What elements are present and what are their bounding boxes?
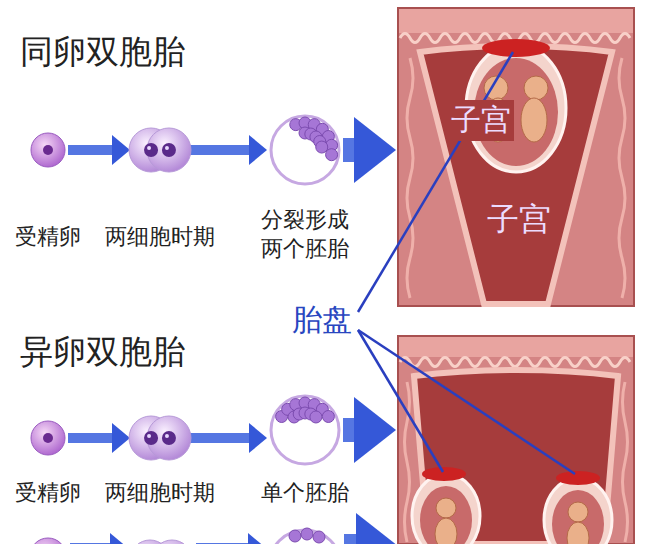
stage-label: 两细胞时期 <box>105 222 215 252</box>
stage-arrow <box>343 138 354 162</box>
graphic-part <box>436 498 456 518</box>
leader-line <box>358 330 443 472</box>
uterus-illustration <box>398 8 634 306</box>
graphic-part <box>316 141 328 153</box>
leader-line <box>358 330 575 474</box>
graphic-part <box>313 531 325 543</box>
graphic-part <box>524 76 548 100</box>
leader-line <box>358 52 513 312</box>
stage-label: 单个胚胎 <box>261 478 349 508</box>
graphic-part <box>165 146 169 150</box>
uterus-region: 子宫 <box>398 336 634 544</box>
stage-arrow <box>68 433 112 443</box>
graphic-part <box>271 116 339 184</box>
graphic-part <box>435 518 457 544</box>
graphic-part <box>422 467 466 481</box>
cell-node: 受精卵 <box>30 420 66 456</box>
graphic-part <box>310 411 322 423</box>
graphic-part <box>399 337 633 357</box>
cell-shape <box>30 132 66 168</box>
uterus-region: 子宫 <box>398 8 634 306</box>
graphic-part <box>552 490 604 544</box>
section-title: 同卵双胞胎 <box>20 30 185 75</box>
graphic-part <box>31 133 65 167</box>
graphic-part <box>43 145 53 155</box>
graphic-part <box>322 411 334 423</box>
graphic-part <box>544 478 612 544</box>
graphic-part <box>165 434 169 438</box>
graphic-part <box>556 471 600 485</box>
section-title: 异卵双胞胎 <box>20 330 185 375</box>
graphic-part <box>399 9 633 33</box>
stage-label: 分裂形成 两个胚胎 <box>258 206 353 263</box>
cell-node: 两细胞时期 <box>132 414 188 462</box>
uterus-illustration <box>398 336 634 544</box>
graphic-part <box>289 530 301 542</box>
graphic-part <box>567 522 589 544</box>
graphic-part <box>31 421 65 455</box>
graphic-part <box>420 46 612 304</box>
region-label: 子宫 <box>484 198 554 242</box>
stage-label: 受精卵 <box>15 478 81 508</box>
cell-shape <box>30 420 66 456</box>
graphic-part <box>30 538 66 544</box>
graphic-part <box>412 474 480 544</box>
graphic-part <box>147 146 151 150</box>
graphic-part <box>420 486 472 544</box>
graphic-part <box>398 8 634 306</box>
cell-shape <box>269 394 341 466</box>
region-label: 子宫 <box>448 100 514 141</box>
graphic-part <box>162 431 176 445</box>
graphic-part <box>162 143 176 157</box>
graphic-part <box>144 431 158 445</box>
stage-arrow <box>190 433 249 443</box>
cell-shape <box>132 414 188 462</box>
stage-label: 受精卵 <box>15 222 81 252</box>
cell-node: 两细胞时期 <box>132 126 188 174</box>
cut-off-row <box>30 528 356 544</box>
graphic-part <box>43 433 53 443</box>
graphic-part <box>400 358 630 367</box>
stage-arrow <box>68 145 112 155</box>
stage-arrow <box>190 145 249 155</box>
graphic-part <box>326 149 338 161</box>
graphic-part <box>568 502 588 522</box>
graphic-part <box>407 58 413 298</box>
cell-node: 单个胚胎 <box>269 394 341 466</box>
graphic-part <box>147 434 151 438</box>
cell-shape <box>269 114 341 186</box>
graphic-part <box>619 58 625 298</box>
graphic-part <box>405 382 410 542</box>
stage-arrow <box>343 418 354 442</box>
graphic-part <box>482 39 550 57</box>
graphic-part <box>301 528 313 540</box>
graphic-part <box>623 382 628 542</box>
graphic-part <box>271 396 339 464</box>
stage-label: 两细胞时期 <box>105 478 215 508</box>
cell-shape <box>132 126 188 174</box>
cell-node: 分裂形成 两个胚胎 <box>269 114 341 186</box>
graphic-part <box>152 540 192 544</box>
part-label: 胎盘 <box>292 300 352 341</box>
cell-node: 受精卵 <box>30 132 66 168</box>
graphic-part <box>521 98 547 142</box>
graphic-part <box>144 143 158 157</box>
